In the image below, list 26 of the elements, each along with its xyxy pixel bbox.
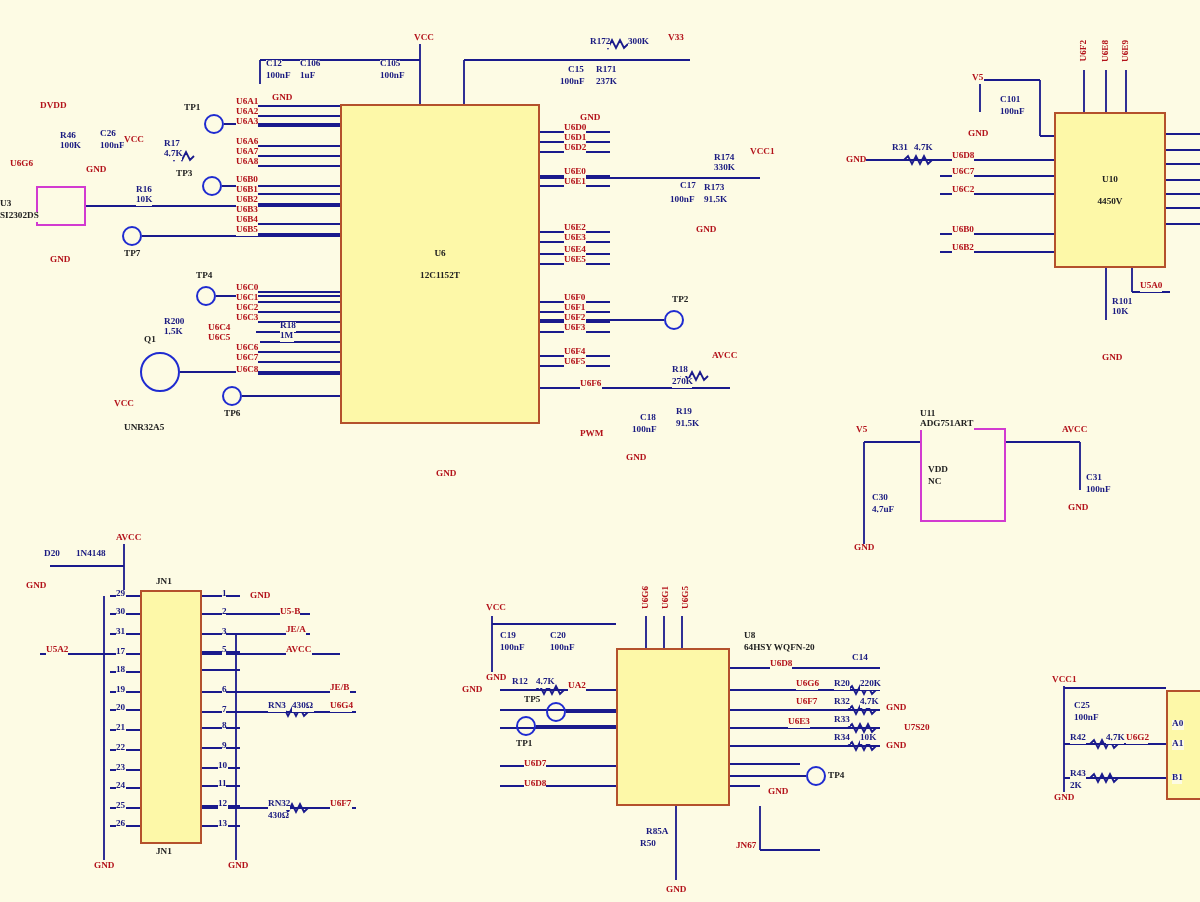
mosfet-symbol bbox=[36, 186, 86, 226]
wire bbox=[223, 123, 341, 125]
test-point bbox=[196, 286, 216, 306]
wire bbox=[179, 371, 341, 373]
wire bbox=[85, 205, 341, 207]
wire bbox=[241, 395, 341, 397]
test-point bbox=[122, 226, 142, 246]
microcontroller-chip bbox=[340, 104, 540, 424]
wire bbox=[535, 725, 617, 727]
interface-chip bbox=[1166, 690, 1200, 800]
test-point bbox=[546, 702, 566, 722]
test-point bbox=[204, 114, 224, 134]
test-point bbox=[516, 716, 536, 736]
wire bbox=[141, 235, 341, 237]
test-point bbox=[222, 386, 242, 406]
wire bbox=[729, 775, 807, 777]
controller-chip bbox=[616, 648, 730, 806]
test-point bbox=[664, 310, 684, 330]
connector-block bbox=[140, 590, 202, 844]
wire bbox=[565, 711, 617, 713]
wire bbox=[539, 319, 665, 321]
test-point bbox=[202, 176, 222, 196]
driver-chip bbox=[1054, 112, 1166, 268]
transistor-symbol bbox=[140, 352, 180, 392]
test-point bbox=[806, 766, 826, 786]
wire bbox=[215, 295, 341, 297]
